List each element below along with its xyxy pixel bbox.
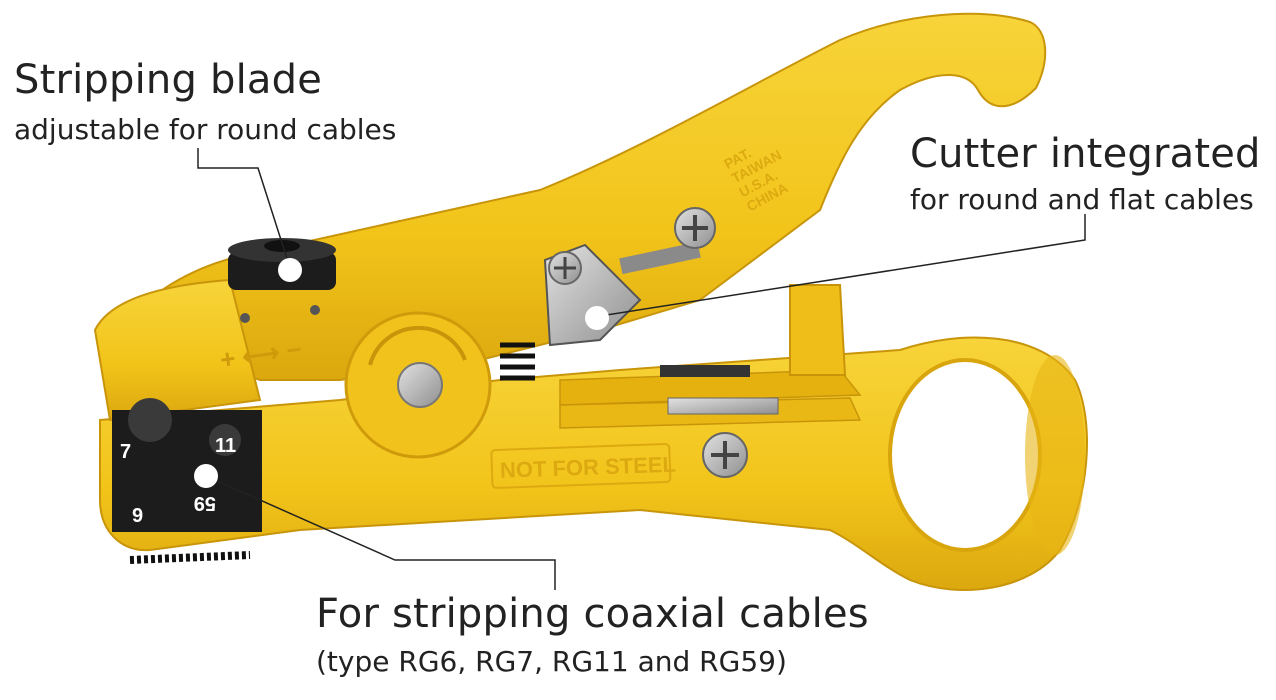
leader-stripping-blade bbox=[197, 148, 291, 269]
spring bbox=[500, 342, 535, 381]
callout-stripping-blade-subtitle: adjustable for round cables bbox=[14, 113, 397, 146]
pivot-rivet bbox=[397, 362, 443, 408]
leader-coax bbox=[205, 475, 556, 590]
callout-cutter-title: Cutter integrated bbox=[910, 131, 1261, 177]
screw-upper bbox=[674, 207, 716, 249]
callout-coax-title: For stripping coaxial cables bbox=[316, 591, 869, 637]
die-size-59: 59 bbox=[194, 492, 216, 514]
die-size-9: 9 bbox=[132, 505, 143, 527]
die-size-7: 7 bbox=[120, 441, 131, 463]
dot-cutter bbox=[585, 306, 609, 330]
coax-die: 7 11 9 59 bbox=[112, 398, 262, 532]
callout-coax-subtitle: (type RG6, RG7, RG11 and RG59) bbox=[316, 645, 787, 678]
upper-arm bbox=[118, 12, 1047, 381]
callout-cutter-subtitle: for round and flat cables bbox=[910, 183, 1254, 216]
finger-ring-hole bbox=[888, 358, 1042, 552]
engraving-not-for-steel: NOT FOR STEEL bbox=[500, 452, 677, 483]
leader-cutter bbox=[599, 214, 1086, 317]
screw-handle bbox=[702, 432, 748, 478]
dot-coax bbox=[194, 464, 218, 488]
screw-cutter bbox=[548, 251, 582, 285]
die-size-11: 11 bbox=[215, 435, 236, 457]
callout-stripping-blade-title: Stripping blade bbox=[14, 57, 322, 103]
dot-stripping-blade bbox=[278, 258, 302, 282]
strip-blade bbox=[667, 397, 779, 415]
